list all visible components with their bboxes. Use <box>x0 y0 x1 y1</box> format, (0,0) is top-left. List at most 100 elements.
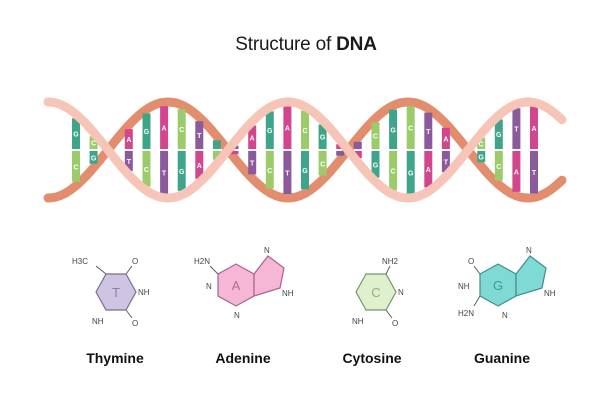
base-letter: C <box>179 127 184 134</box>
base-pair-1-top: C <box>89 136 98 149</box>
base-letter: G <box>478 155 484 162</box>
base-pair-7-bottom: A <box>195 151 204 179</box>
base-pair-23-bottom: G <box>477 151 486 163</box>
cytosine-o-label: O <box>392 319 398 328</box>
base-letter: T <box>285 171 290 178</box>
base-letter: A <box>126 137 131 144</box>
base-letter: A <box>514 169 519 176</box>
adenine-structure: A H2N N N NH N <box>194 246 294 320</box>
cytosine-label: Cytosine <box>342 350 402 366</box>
base-letter: G <box>267 128 273 135</box>
front-strand-path <box>43 97 567 203</box>
base-letter: C <box>391 169 396 176</box>
adenine-amine-label: H2N <box>194 257 210 266</box>
adenine-label: Adenine <box>215 350 271 366</box>
base-pair-15-bottom <box>336 151 345 156</box>
base-letter: C <box>373 134 378 141</box>
base-pair-9-bottom <box>230 151 239 155</box>
base-pair-23-top: C <box>477 137 486 149</box>
base-pair-25-bottom: A <box>512 151 521 192</box>
base-pair-13-top: C <box>301 110 309 149</box>
guanine-o-label: O <box>468 257 474 266</box>
thymine-o-top-label: O <box>132 257 138 266</box>
base-pair-3-bottom: T <box>124 151 133 171</box>
base-letter: G <box>179 169 185 176</box>
thymine-o-bottom-label: O <box>132 319 138 328</box>
base-letter: G <box>73 132 79 139</box>
guanine-amine-label: H2N <box>458 309 474 318</box>
base-pair-21-bottom: T <box>441 151 450 173</box>
base-pair-19-top: C <box>406 106 415 149</box>
base-letter: C <box>91 141 96 148</box>
base-letter: T <box>444 160 449 167</box>
base-letter: C <box>408 126 413 133</box>
guanine-n-top-label: N <box>526 246 532 255</box>
guanine-label: Guanine <box>473 350 530 366</box>
base-pair-18-bottom: C <box>389 151 398 191</box>
base-pair-0-top: G <box>72 118 80 149</box>
guanine-n-bottom-label: N <box>502 311 508 320</box>
base-letter: G <box>302 168 308 175</box>
base-letter: T <box>127 159 132 166</box>
base-letter: T <box>426 129 431 136</box>
base-letter: C <box>479 141 484 148</box>
guanine-structure: G O N NH H2N N NH <box>458 246 556 320</box>
base-letter: G <box>390 127 396 134</box>
base-pair-4-top: G <box>142 113 151 149</box>
base-letter: C <box>320 161 325 168</box>
base-letter: G <box>496 132 502 139</box>
base-pair-24-top: G <box>494 119 503 149</box>
base-pair-18-top: G <box>389 109 398 149</box>
thymine-label: Thymine <box>86 350 144 366</box>
base-pair-17-top: C <box>371 122 380 149</box>
guanine-ring-letter: G <box>493 278 503 293</box>
base-pair-12-bottom: T <box>283 151 292 194</box>
base-letter: G <box>373 162 379 169</box>
base-pair-8-bottom <box>212 151 221 160</box>
base-pair-19-bottom: G <box>406 151 415 194</box>
base-pair-12-top: A <box>283 106 292 149</box>
base-pair-24-bottom: C <box>494 151 503 181</box>
base-letter: A <box>531 126 536 133</box>
base-pair-16-top <box>353 141 362 149</box>
adenine-ring-letter: A <box>232 278 241 293</box>
base-pair-20-bottom: A <box>424 151 433 188</box>
base-pair-10-bottom: T <box>248 151 257 175</box>
base-pair-13-bottom: G <box>301 151 309 190</box>
adenine-n-top-label: N <box>264 246 270 255</box>
helix-base-pairs: GCCGATGCATCGTAATGCATCGGCCGGCCGTAATCGGCTA… <box>72 106 538 194</box>
base-pair-0-bottom: C <box>72 151 80 182</box>
base-pair-20-top: T <box>424 112 433 149</box>
base-pair-21-top: A <box>441 127 450 149</box>
thymine-methyl-label: H3C <box>72 257 88 266</box>
thymine-ring-letter: T <box>112 285 120 300</box>
base-letter: T <box>162 170 167 177</box>
base-letter: A <box>250 135 255 142</box>
helix-front-strand <box>43 97 567 203</box>
adenine-n-bottom-label: N <box>234 311 240 320</box>
title-prefix: Structure of <box>235 34 337 55</box>
base-letter: T <box>532 170 537 177</box>
base-pair-26-top: A <box>530 106 538 149</box>
guanine-nh-left-label: NH <box>458 282 470 291</box>
base-pair-1-bottom: G <box>89 151 98 164</box>
base-letter: A <box>162 126 167 133</box>
cytosine-structure: C NH2 N O NH <box>352 257 404 328</box>
page-title: Structure of DNA <box>0 34 612 56</box>
base-pair-11-top: G <box>265 111 274 149</box>
base-letter: C <box>73 164 78 171</box>
base-pair-6-bottom: G <box>177 151 186 191</box>
base-pair-17-bottom: G <box>371 151 380 178</box>
base-letter: T <box>250 161 255 168</box>
helix-back-strand <box>43 97 567 203</box>
base-letter: A <box>443 136 448 143</box>
thymine-nh-right-label: NH <box>138 288 150 297</box>
base-pair-25-top: T <box>512 108 521 149</box>
base-pair-6-top: C <box>177 109 186 149</box>
adenine-nh-label: NH <box>282 289 294 298</box>
base-letter: C <box>267 168 272 175</box>
base-pair-14-top: G <box>318 124 327 149</box>
base-pair-10-top: A <box>248 125 257 149</box>
base-pair-26-bottom: T <box>530 151 538 194</box>
cytosine-n-label: N <box>398 288 404 297</box>
